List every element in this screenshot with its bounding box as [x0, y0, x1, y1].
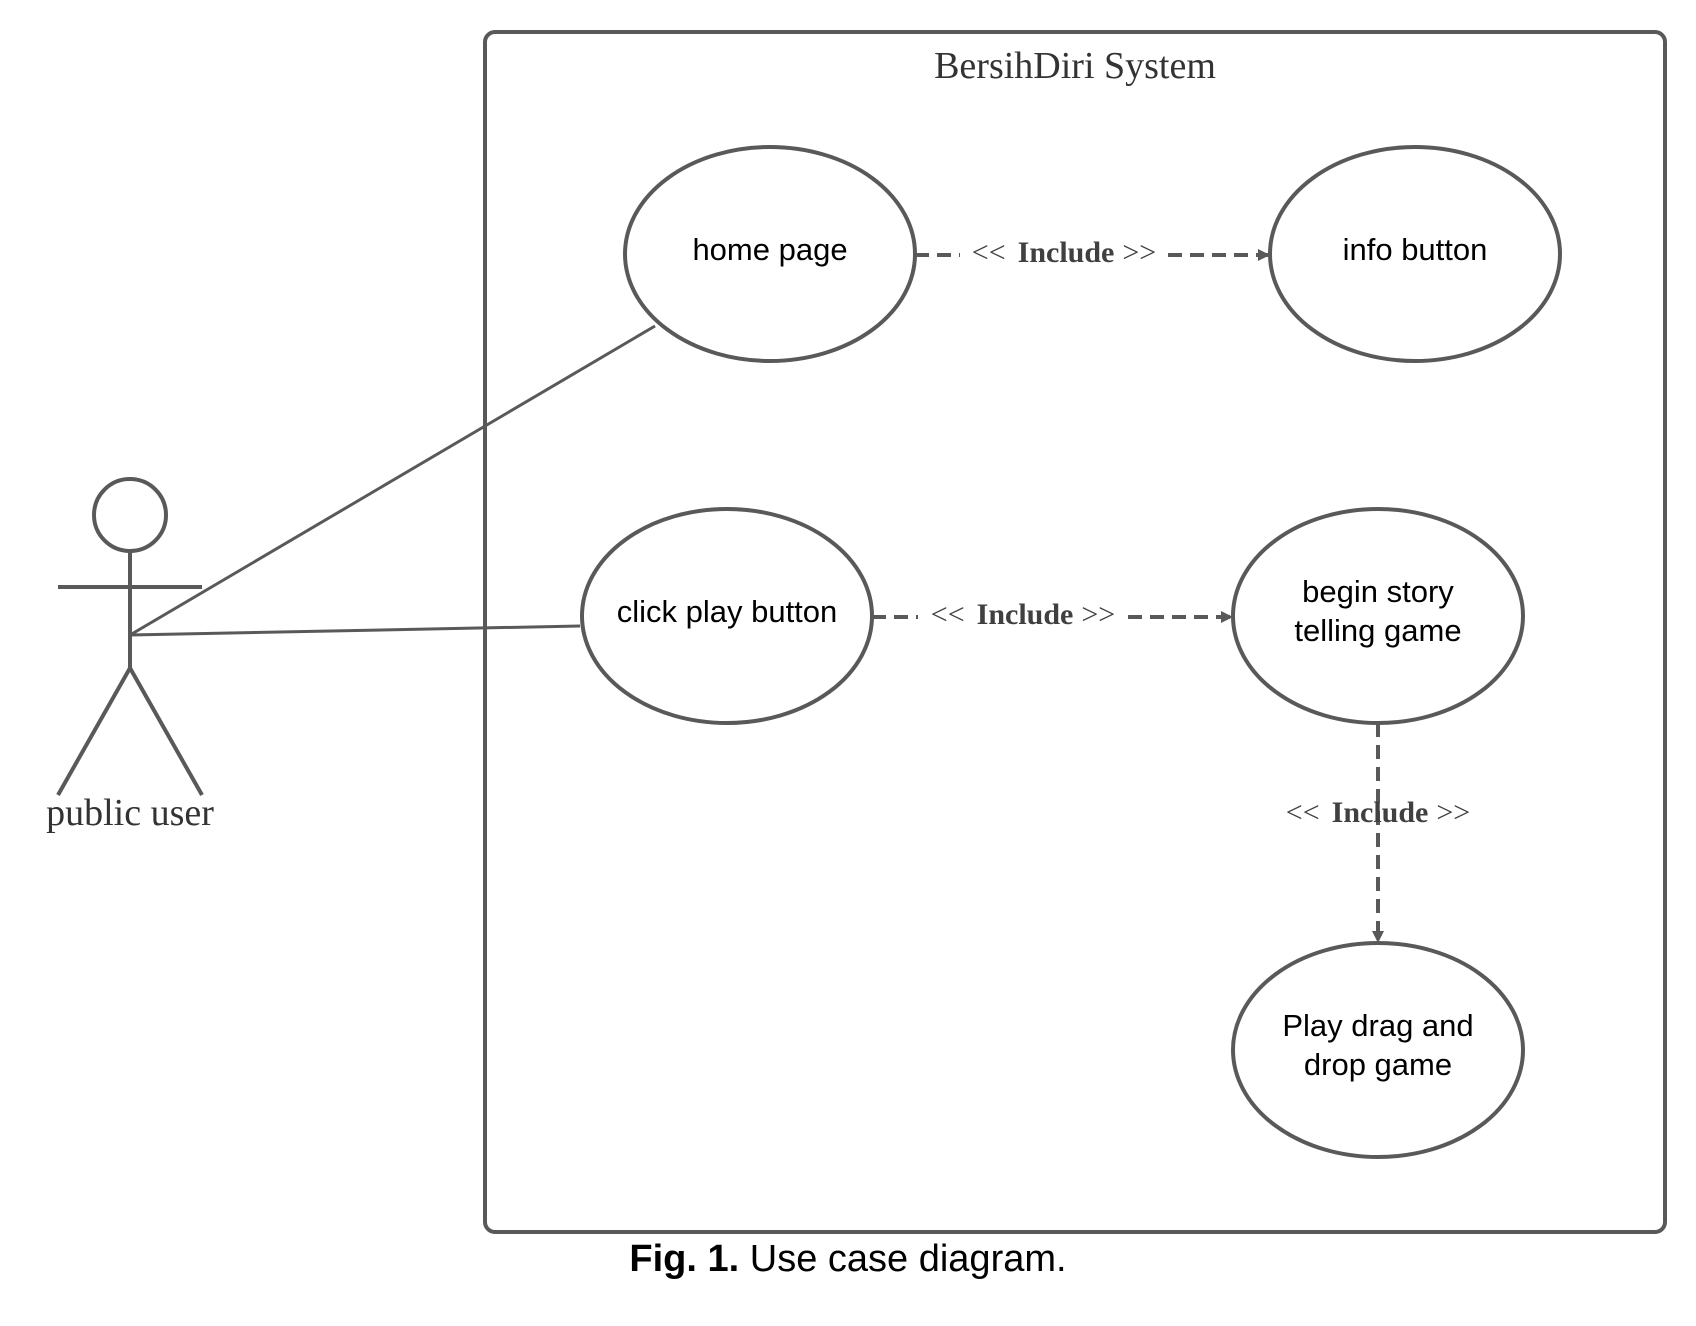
use-case-info-button: info button	[1268, 145, 1562, 363]
actor-right-leg	[128, 667, 204, 796]
system-title: BersihDiri System	[934, 45, 1216, 87]
use-case-drag-drop-label-1: Play drag and	[1282, 1008, 1473, 1043]
include-play-story-open: <<	[931, 598, 965, 631]
use-case-home-page: home page	[623, 145, 917, 363]
include-story-drag-open: <<	[1286, 796, 1320, 829]
figure-caption: Fig. 1. Use case diagram.	[0, 1238, 1696, 1281]
include-story-drag: << Include>>	[1286, 723, 1470, 943]
association-click-play	[129, 624, 581, 637]
include-home-info-keyword: Include	[1018, 236, 1115, 269]
include-play-story-label: << Include>>	[931, 598, 1115, 631]
include-play-story-keyword: Include	[977, 598, 1074, 631]
use-case-click-play-button: click play button	[580, 507, 874, 725]
actor-head	[92, 477, 168, 553]
figure-caption-text: Use case diagram.	[739, 1238, 1067, 1280]
use-case-info-button-label: info button	[1343, 232, 1488, 267]
use-case-click-play-label: click play button	[617, 594, 838, 629]
include-story-drag-keyword: Include	[1332, 796, 1429, 829]
include-story-drag-close: >>	[1436, 796, 1470, 829]
include-play-story-close: >>	[1081, 598, 1115, 631]
actor-label: public user	[46, 792, 214, 834]
actor-left-leg	[56, 667, 132, 796]
system-boundary	[483, 30, 1667, 1234]
use-case-begin-story-label-1: begin story	[1302, 574, 1454, 609]
association-home-page	[129, 324, 656, 637]
include-play-story: << Include>>	[872, 598, 1233, 631]
use-case-begin-story-label-2: telling game	[1294, 613, 1461, 648]
use-case-home-page-label: home page	[692, 232, 847, 267]
include-home-info-open: <<	[972, 236, 1006, 269]
actor-public-user	[56, 477, 204, 796]
use-case-begin-story: begin story telling game	[1231, 507, 1525, 725]
use-case-drag-drop-ellipse	[1231, 941, 1525, 1159]
use-case-drag-drop-label-2: drop game	[1304, 1047, 1452, 1082]
use-case-info-button-ellipse	[1268, 145, 1562, 363]
use-case-drag-drop: Play drag and drop game	[1231, 941, 1525, 1159]
include-home-info: << Include>>	[915, 236, 1270, 269]
figure-caption-label: Fig. 1.	[629, 1238, 740, 1280]
include-home-info-close: >>	[1122, 236, 1156, 269]
include-story-drag-label: << Include>>	[1286, 796, 1470, 829]
include-home-info-label: << Include>>	[972, 236, 1156, 269]
